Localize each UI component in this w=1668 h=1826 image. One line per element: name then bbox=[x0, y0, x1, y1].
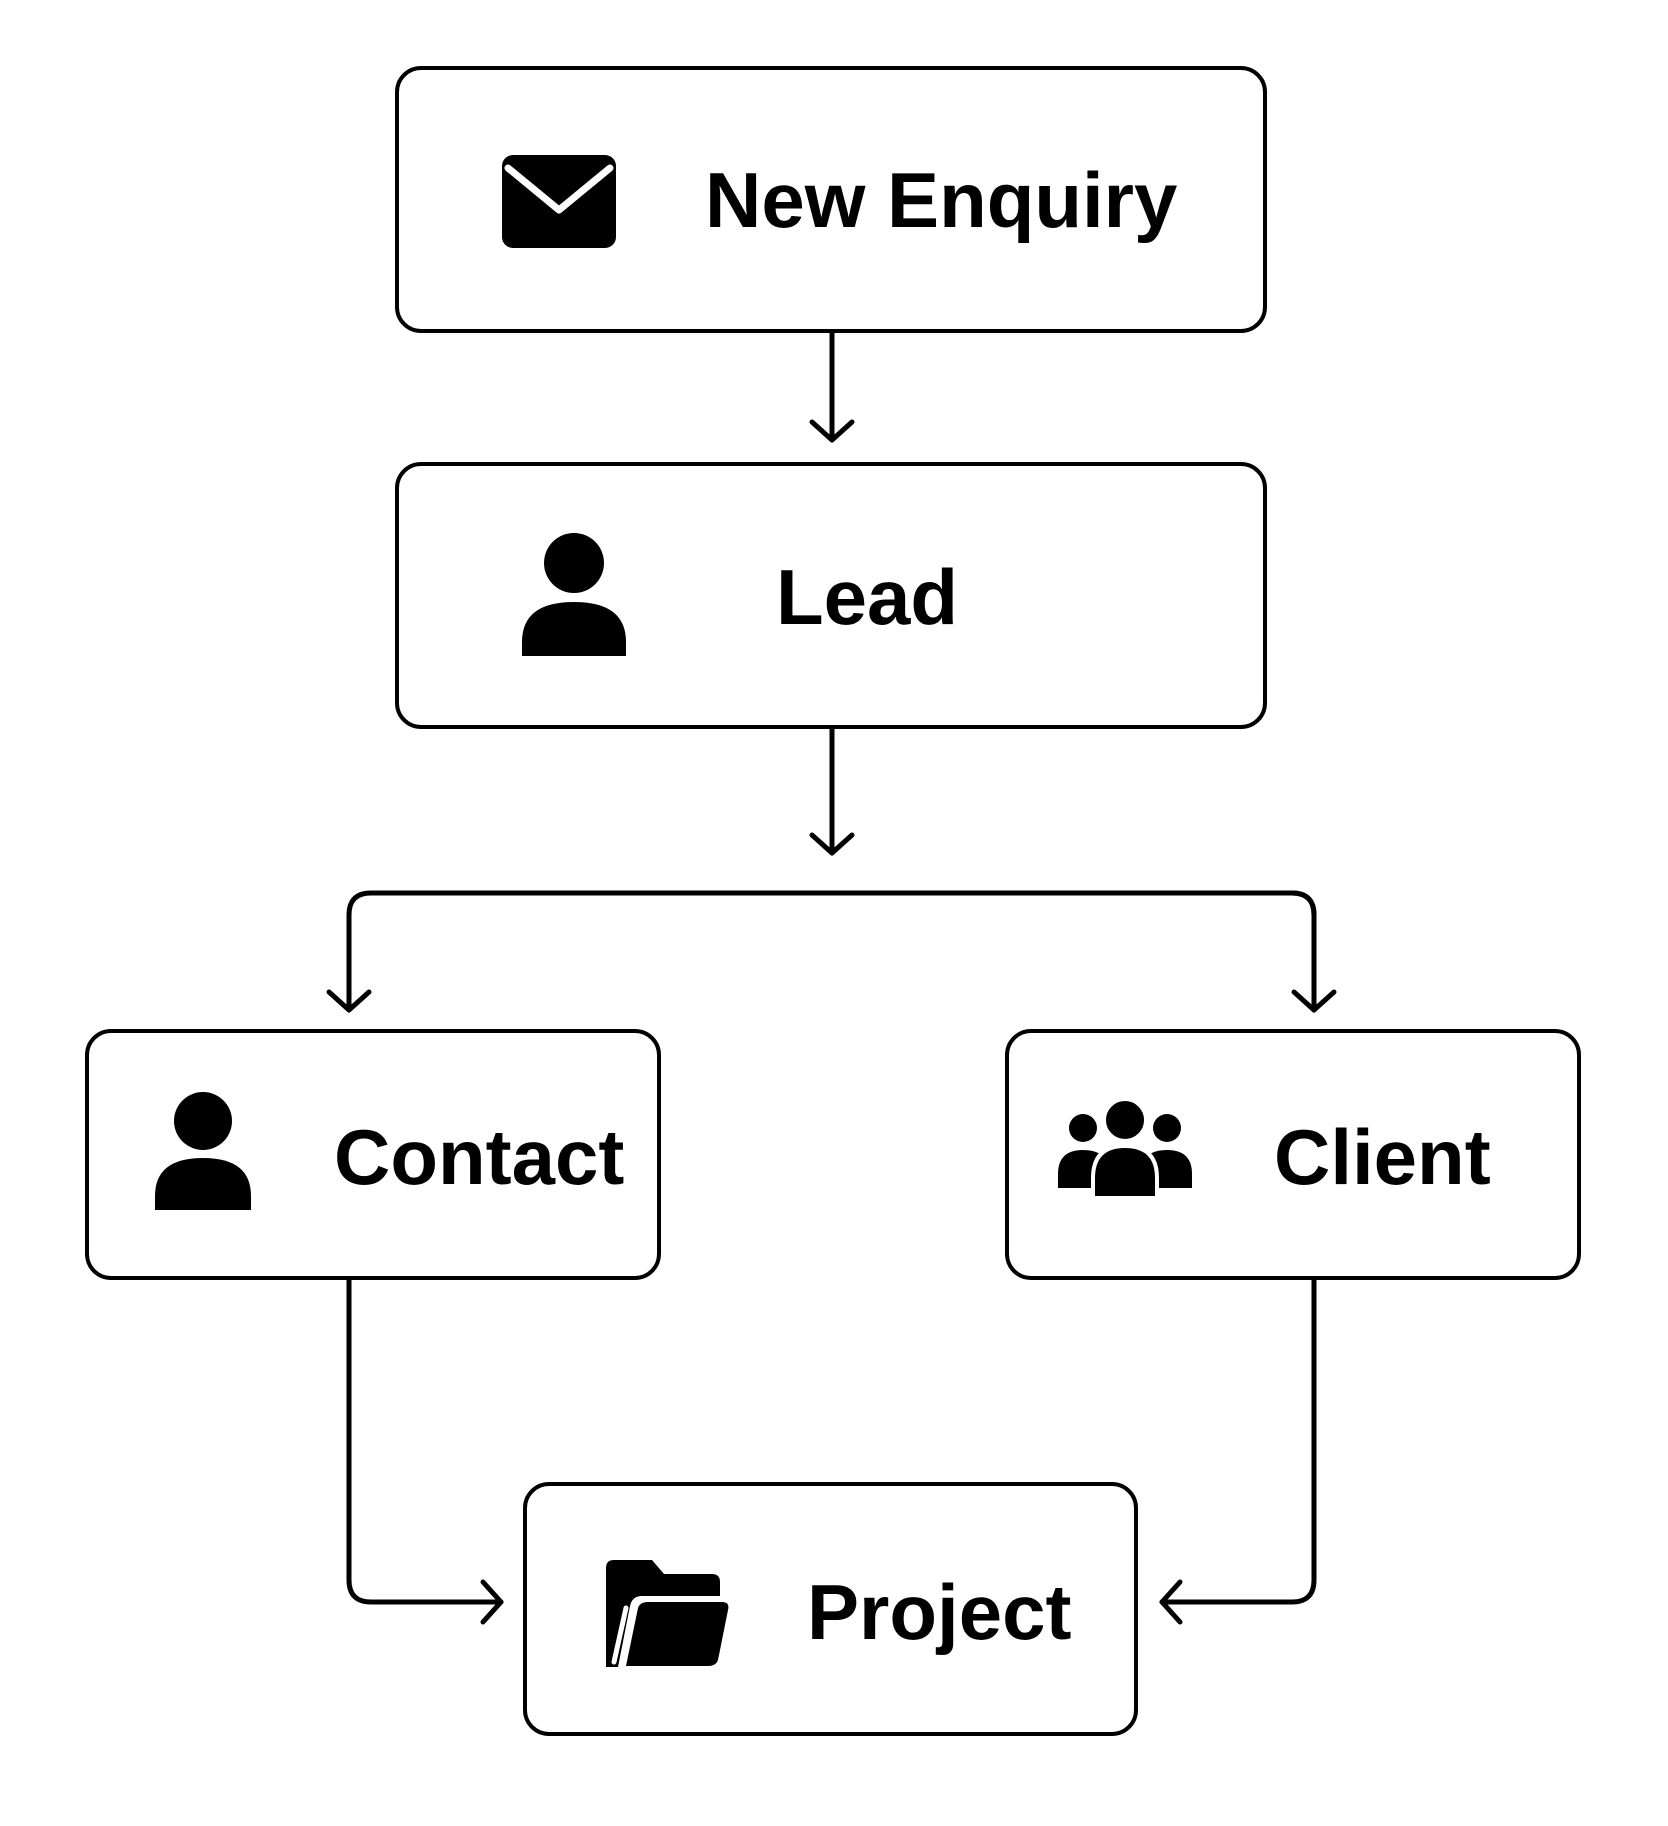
node-new-enquiry-label: New Enquiry bbox=[705, 156, 1177, 244]
node-project-label: Project bbox=[807, 1568, 1071, 1656]
node-new-enquiry-box bbox=[395, 66, 1267, 333]
user-icon bbox=[155, 1092, 251, 1210]
node-client-box bbox=[1005, 1029, 1581, 1280]
node-lead-box bbox=[395, 462, 1267, 729]
connector-split-to-client bbox=[829, 890, 1337, 1013]
user-icon bbox=[522, 533, 626, 656]
connector-contact-to-project bbox=[346, 1276, 504, 1625]
node-project-box bbox=[523, 1482, 1138, 1736]
node-lead-label: Lead bbox=[776, 553, 958, 641]
node-new-enquiry: New Enquiry bbox=[395, 66, 1267, 333]
connector-split-to-contact bbox=[326, 890, 1317, 1013]
node-client-label: Client bbox=[1274, 1113, 1491, 1201]
users-group-icon bbox=[1058, 1097, 1192, 1200]
envelope-icon bbox=[502, 155, 616, 248]
node-project: Project bbox=[523, 1482, 1138, 1736]
node-client: Client bbox=[1005, 1029, 1581, 1280]
node-contact: Contact bbox=[85, 1029, 661, 1280]
folder-open-icon bbox=[606, 1560, 729, 1667]
node-contact-box bbox=[85, 1029, 661, 1280]
connector-client-to-project bbox=[1159, 1276, 1317, 1625]
node-contact-label: Contact bbox=[334, 1113, 624, 1201]
node-lead: Lead bbox=[395, 462, 1267, 729]
